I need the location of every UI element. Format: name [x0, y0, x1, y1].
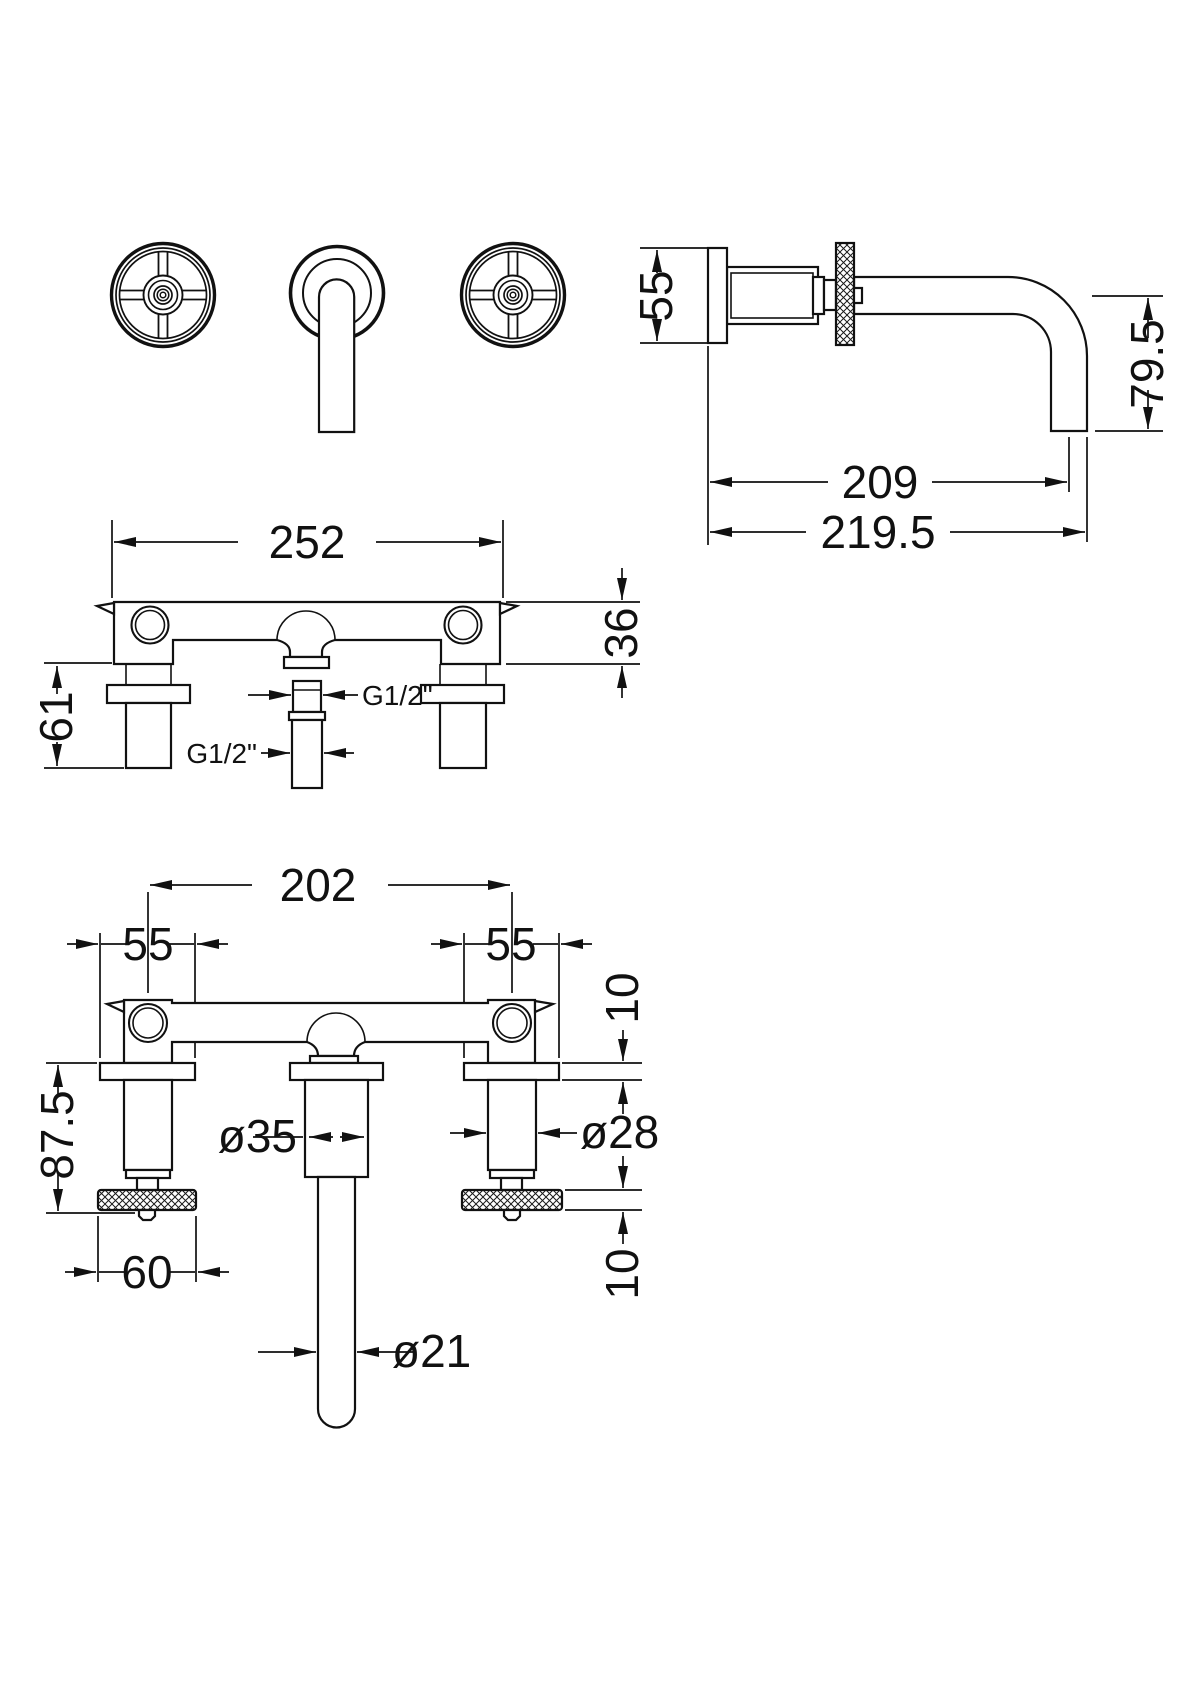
left-knurled-wheel: [96, 1188, 198, 1212]
trim-right-port-outer: [491, 1002, 533, 1044]
dim-label-wheel-width: 60: [121, 1246, 172, 1298]
dim-wheel-thickness: 10: [565, 1156, 648, 1300]
trim-right-port-inner: [496, 1007, 528, 1039]
right-crosshead-handle: [459, 241, 567, 349]
left-escutcheon-rough: [105, 683, 192, 705]
left-crosshead-handle: [109, 241, 217, 349]
spout-body-side: [725, 265, 820, 326]
dim-label-outlet-thread: G1/2": [362, 680, 433, 711]
trim-right-escutcheon: [462, 1061, 561, 1082]
dim-handle-centres: 202: [147, 859, 513, 993]
dim-spout-reach: 209: [707, 346, 1070, 545]
spout-drop-pipe: [316, 1175, 357, 1429]
knurled-ring-side: [834, 241, 856, 347]
right-mounting-lug: [498, 601, 521, 616]
dim-flange-thickness: 10: [562, 972, 648, 1114]
dim-spout-drop: 79.5: [1092, 295, 1173, 432]
dim-plate-height: 55: [630, 247, 707, 344]
spout-front: [317, 278, 356, 434]
trim-right-valve: [486, 1078, 538, 1172]
dim-valve-diameter: ø28: [450, 1106, 659, 1158]
tee-dome: [276, 610, 336, 641]
left-wheel-nub: [137, 1208, 157, 1222]
left-mounting-lug: [93, 601, 116, 616]
trim-left-valve: [122, 1078, 174, 1172]
spout-sleeve: [303, 1078, 370, 1179]
dim-label-spout-drop: 79.5: [1121, 319, 1173, 409]
right-valve-body-rough: [438, 701, 488, 770]
dim-label-inlet-thread: G1/2": [186, 738, 257, 769]
left-valve-body-rough: [124, 701, 173, 770]
dim-label-valve-depth: 61: [30, 691, 82, 742]
dim-label-handle-centres: 202: [280, 859, 357, 911]
right-knurled-wheel: [460, 1188, 564, 1212]
dim-valve-length: 87.5: [31, 1062, 135, 1214]
trim-left-escutcheon: [98, 1061, 197, 1082]
view-rough-in-body: 252 36 61: [30, 516, 647, 790]
right-port-inner: [447, 609, 479, 641]
trim-left-port-outer: [127, 1002, 169, 1044]
dim-label-bar-height: 36: [595, 607, 647, 658]
dim-label-overall-depth: 219.5: [820, 506, 935, 558]
left-port-outer: [130, 605, 170, 645]
spout-side-profile: [852, 275, 1089, 433]
trim-left-lug: [103, 999, 126, 1014]
dim-label-flange-thickness: 10: [596, 972, 648, 1023]
dim-spout-diameter: ø21: [258, 1325, 471, 1377]
dim-label-spout-diameter: ø21: [392, 1325, 471, 1377]
dim-escutcheon-diameter: ø35: [218, 1110, 364, 1162]
dim-label-flange-width-left: 55: [122, 918, 173, 970]
left-valve-stem: [135, 1176, 160, 1192]
body-step-1: [811, 275, 826, 316]
wall-plate-side: [706, 246, 729, 345]
spout-wall-flange: [288, 1061, 385, 1082]
dim-label-body-width: 252: [269, 516, 346, 568]
dim-wheel-width: 60: [65, 1216, 229, 1298]
right-wheel-nub: [502, 1208, 522, 1222]
trim-right-lug: [533, 999, 557, 1014]
dim-label-valve-length: 87.5: [31, 1090, 83, 1180]
dim-label-wheel-thickness: 10: [596, 1248, 648, 1299]
dim-valve-depth: 61: [30, 662, 124, 769]
dim-flange-width-left: 55: [67, 918, 228, 1058]
dim-bar-height: 36: [506, 568, 647, 698]
outlet-nipple: [287, 679, 327, 790]
right-port-outer: [443, 605, 483, 645]
dim-outlet-thread: G1/2": [248, 680, 433, 711]
body-step-2: [822, 278, 838, 312]
dim-label-escutcheon-diameter: ø35: [218, 1110, 297, 1162]
view-trim-front: 202 55 55: [31, 859, 659, 1429]
spout-collar-nub: [852, 286, 864, 305]
trim-left-port-inner: [132, 1007, 164, 1039]
right-valve-stem: [499, 1176, 524, 1192]
left-valve-collar: [124, 1168, 172, 1180]
trim-tee-dome: [306, 1012, 366, 1043]
left-port-inner: [134, 609, 166, 641]
dim-inlet-thread: G1/2": [186, 738, 354, 769]
view-side-spout: 55 79.5 209 219.5: [630, 241, 1173, 558]
dim-overall-depth: 219.5: [710, 437, 1088, 558]
dim-body-width: 252: [111, 516, 504, 598]
dim-label-valve-diameter: ø28: [580, 1106, 659, 1158]
dim-label-flange-width-right: 55: [485, 918, 536, 970]
right-valve-collar: [488, 1168, 536, 1180]
dim-label-spout-reach: 209: [842, 456, 919, 508]
dim-label-plate-height: 55: [630, 270, 682, 321]
trim-manifold-bar: [122, 998, 537, 1065]
outlet-flange: [282, 655, 331, 670]
view-front-installed: [109, 241, 567, 434]
valve-necks: [125, 664, 487, 685]
right-escutcheon-rough: [419, 683, 506, 705]
